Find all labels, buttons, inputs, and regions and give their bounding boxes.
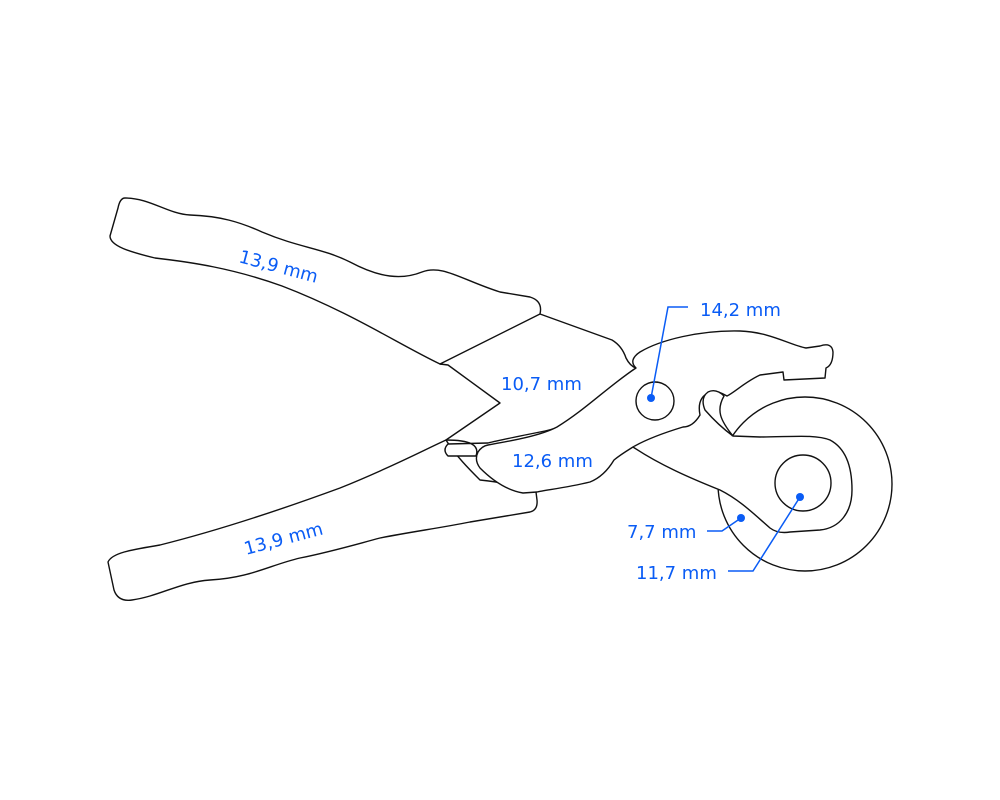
lower-handle-grip (107, 439, 538, 601)
pivot-label: 14,2 mm (700, 300, 781, 321)
pivot-dot (647, 394, 655, 402)
ring-leader-line (728, 496, 801, 572)
upper-handle-grip (109, 197, 542, 365)
upper-arm-label: 10,7 mm (501, 374, 582, 395)
hook-dot (737, 514, 745, 522)
hook-leader-line (707, 517, 742, 532)
ring-dot (796, 493, 804, 501)
ring-label: 11,7 mm (636, 563, 717, 584)
lower-arm-label: 12,6 mm (512, 451, 593, 472)
hook-label: 7,7 mm (627, 522, 696, 543)
pivot-circle (635, 381, 675, 421)
inner-ring (774, 454, 832, 512)
pivot-leader-line (650, 306, 688, 399)
